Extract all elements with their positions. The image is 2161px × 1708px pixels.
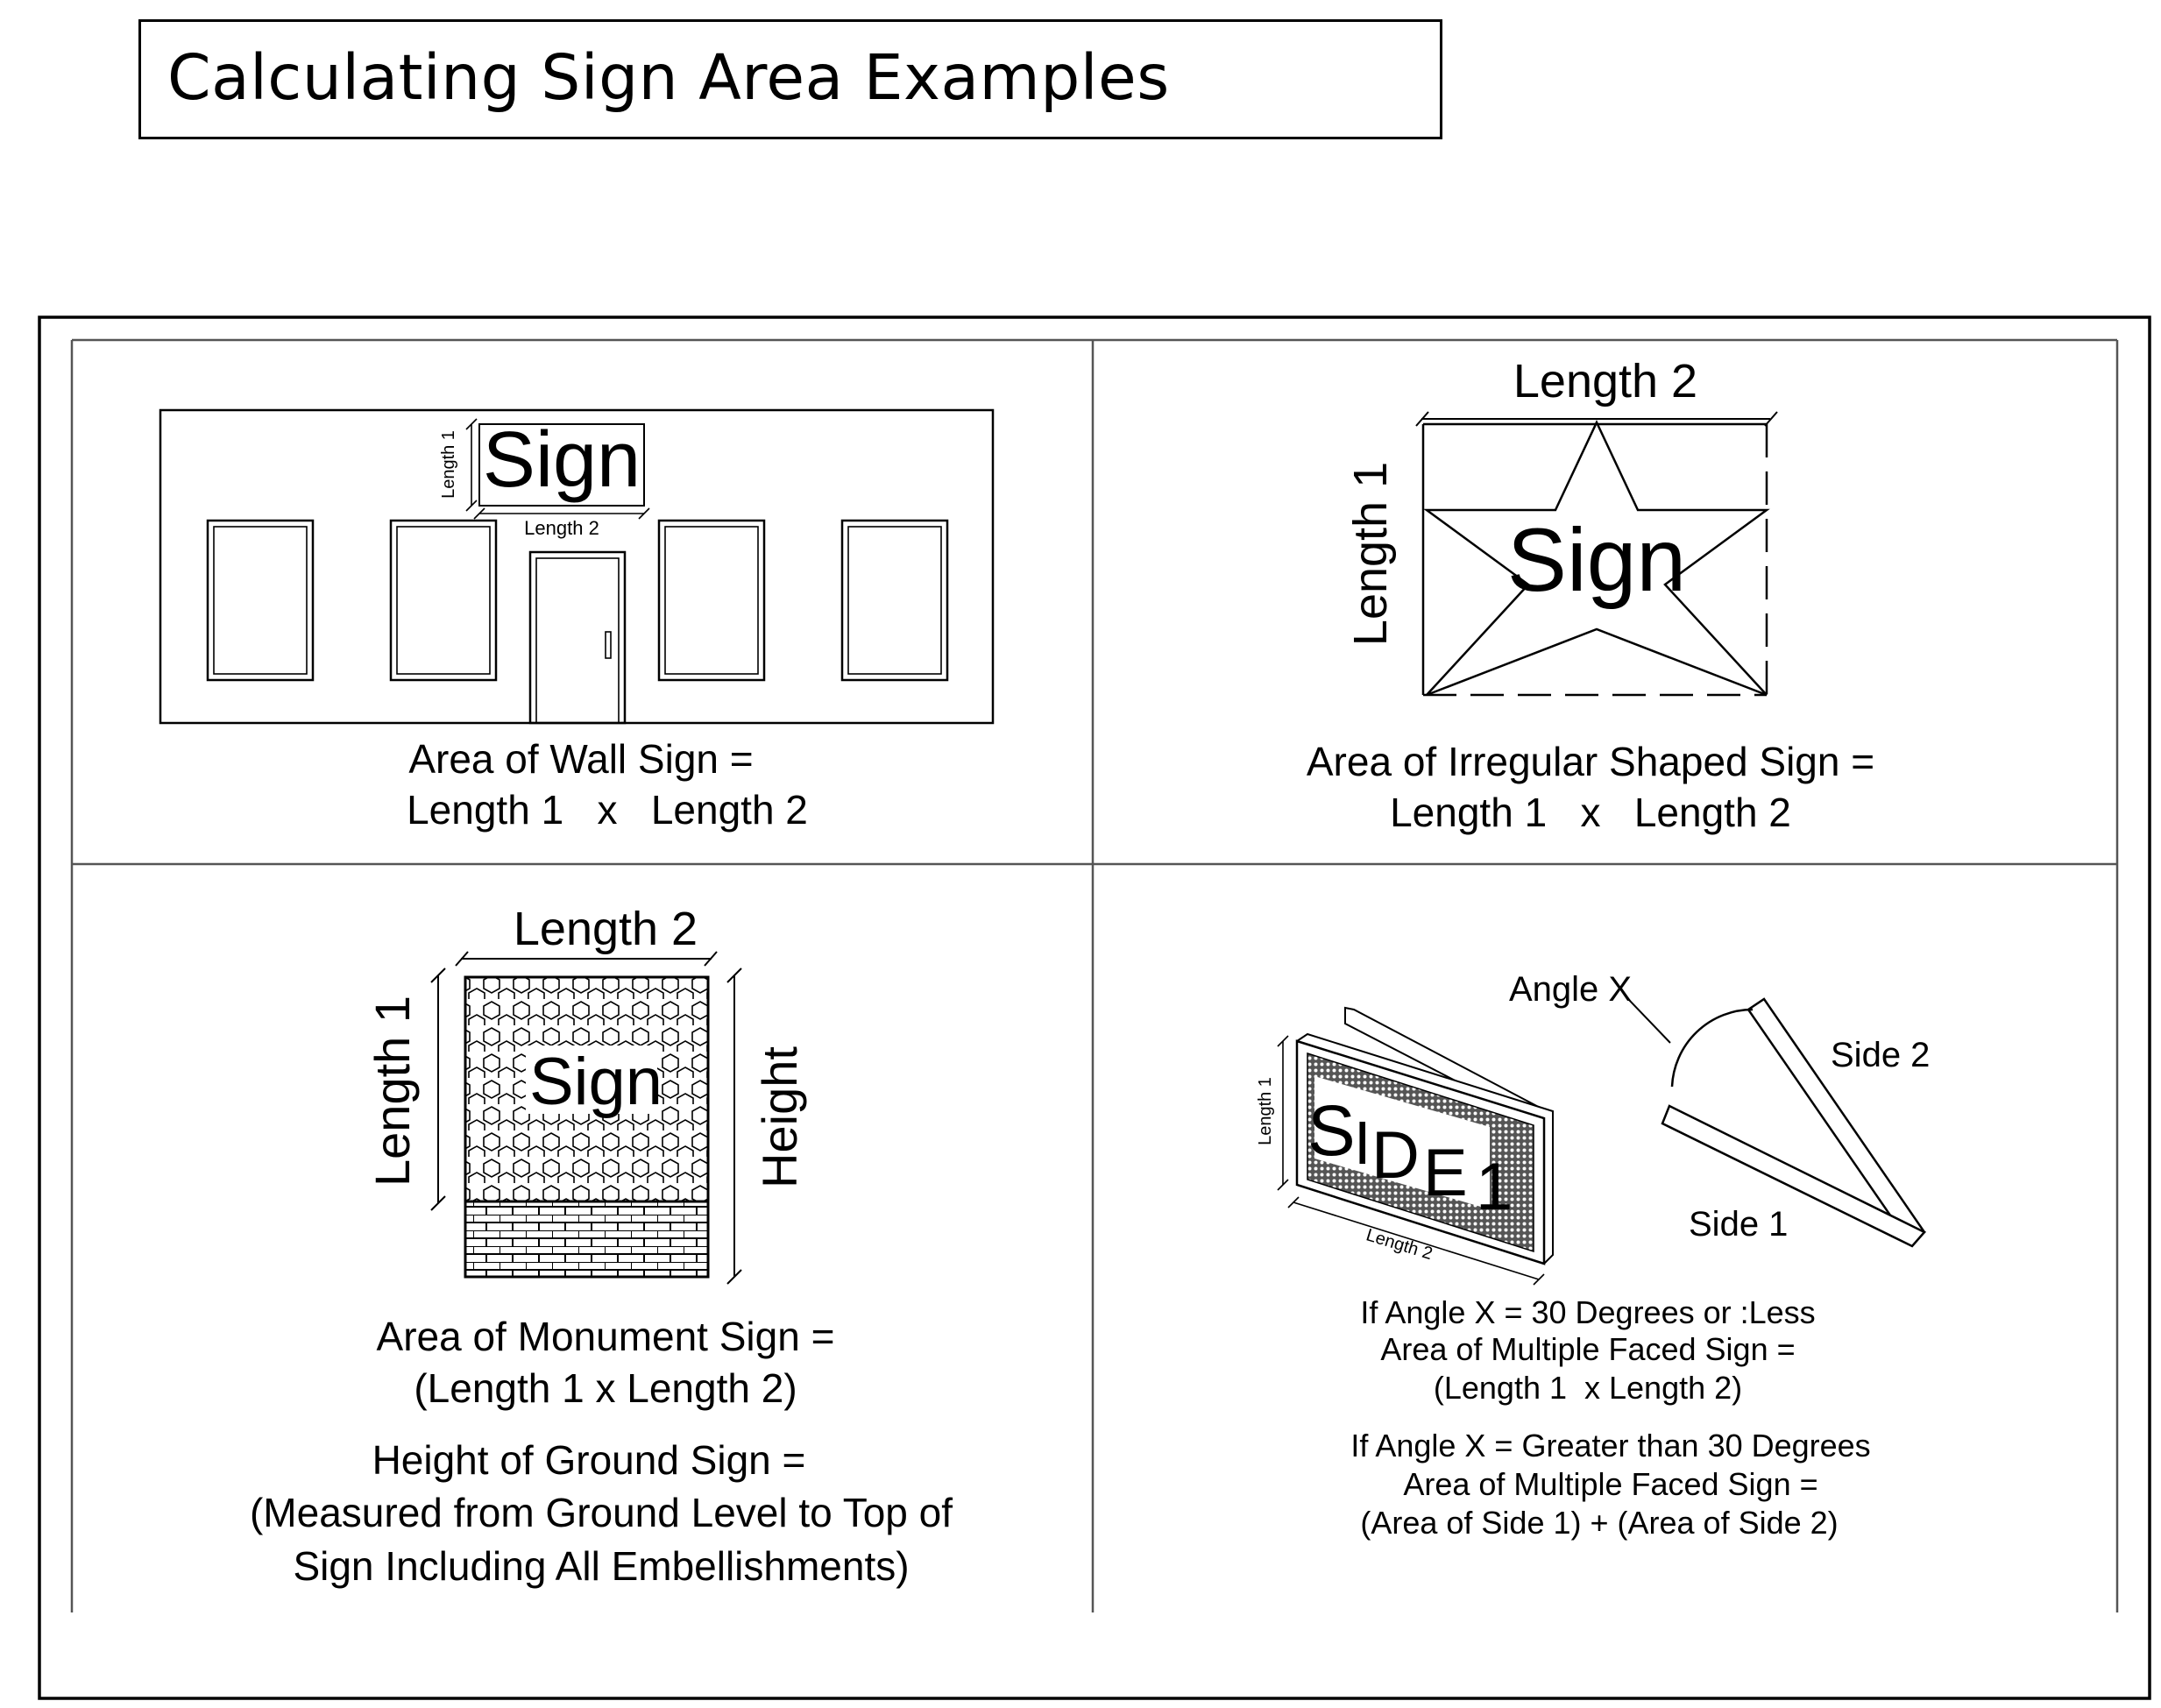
multi-length1-label: Length 1	[1256, 1077, 1275, 1145]
monument-caption-line3: Height of Ground Sign =	[372, 1437, 806, 1483]
wall-length1-label: Length 1	[439, 430, 458, 499]
monument-sign-text: Sign	[529, 1045, 662, 1119]
multi-text2-line3: (Area of Side 1) + (Area of Side 2)	[1360, 1505, 1838, 1541]
multi-length2-label: Length 2	[1364, 1225, 1435, 1264]
building-door	[528, 550, 627, 725]
irregular-sign-text: Sign	[1507, 510, 1686, 610]
multi-face-letter-i: I	[1354, 1109, 1371, 1177]
multi-text2-line2: Area of Multiple Faced Sign =	[1403, 1466, 1817, 1502]
title-box: Calculating Sign Area Examples	[138, 19, 1442, 139]
multi-face-letter-d: D	[1371, 1118, 1420, 1193]
outer-frame	[38, 315, 2151, 1700]
monument-length2-label: Length 2	[514, 903, 698, 955]
multi-sign-letter-bg	[1314, 1076, 1490, 1209]
multi-length1-dimension	[1277, 1035, 1289, 1191]
monument-sign-label-bg	[526, 1045, 657, 1114]
monument-length1-label: Length 1	[365, 996, 420, 1187]
multi-face-letter-s: S	[1307, 1091, 1356, 1171]
monument-height-dimension	[726, 967, 742, 1285]
monument-base-brick	[464, 1200, 710, 1279]
wall-caption-line1: Area of Wall Sign =	[408, 736, 753, 782]
wall-sign-panel: Sign Length 1 Length 2 Area of Wall Sign…	[159, 408, 995, 833]
wall-length2-label: Length 2	[524, 517, 599, 539]
irregular-length2-label: Length 2	[1513, 355, 1697, 408]
wall-caption-line2: Length 1 x Length 2	[407, 787, 808, 833]
wall-length1-dimension	[465, 418, 478, 512]
monument-caption-line2: (Length 1 x Length 2)	[414, 1365, 797, 1411]
multi-text1-line3: (Length 1 x Length 2)	[1434, 1370, 1742, 1406]
panel-grid	[70, 338, 2119, 1612]
monument-length1-dimension	[430, 967, 446, 1211]
irregular-sign-panel: Length 2 Sign Length 1 Area of Irregular…	[1307, 355, 1874, 835]
irregular-caption-line1: Area of Irregular Shaped Sign =	[1307, 739, 1874, 784]
building-windows	[206, 519, 949, 682]
irregular-length2-dimension	[1415, 411, 1778, 427]
multi-text1-line1: If Angle X = 30 Degrees or :Less	[1360, 1294, 1815, 1330]
side1-label: Side 1	[1689, 1205, 1788, 1244]
side2-label: Side 2	[1831, 1036, 1930, 1074]
irregular-caption-line2: Length 1 x Length 2	[1390, 790, 1791, 835]
multi-text1-line2: Area of Multiple Faced Sign =	[1380, 1331, 1795, 1367]
multi-text2-line1: If Angle X = Greater than 30 Degrees	[1350, 1428, 1870, 1463]
page-title: Calculating Sign Area Examples	[167, 41, 1170, 114]
angle-x-leader	[1627, 998, 1671, 1044]
side1-panel	[1661, 1104, 1927, 1248]
monument-caption-line1: Area of Monument Sign =	[377, 1314, 835, 1359]
wall-sign-box	[478, 423, 645, 507]
wall-sign-text: Sign	[483, 416, 641, 504]
irregular-length1-label: Length 1	[1344, 462, 1397, 646]
angle-x-label: Angle X	[1509, 970, 1632, 1009]
angle-x-arc	[1670, 1008, 1754, 1088]
monument-height-label: Height	[752, 1046, 807, 1188]
multi-length2-dimension	[1287, 1196, 1545, 1286]
monument-sign-panel: Length 2 Sign Length 1 Height Area of Mo…	[250, 903, 953, 1589]
multi-face-letter-1: 1	[1476, 1150, 1513, 1224]
multi-faced-sign-panel: S I D E 1 Length 1 Length 2 Angle X Side…	[1256, 970, 1930, 1541]
monument-length2-dimension	[455, 951, 718, 967]
multi-face-letter-e: E	[1423, 1136, 1468, 1210]
star-shape	[1423, 420, 1770, 697]
monument-caption-line5: Sign Including All Embellishments)	[293, 1543, 909, 1589]
wall-length2-dimension	[473, 507, 650, 520]
monument-caption-line4: (Measured from Ground Level to Top of	[250, 1490, 953, 1535]
